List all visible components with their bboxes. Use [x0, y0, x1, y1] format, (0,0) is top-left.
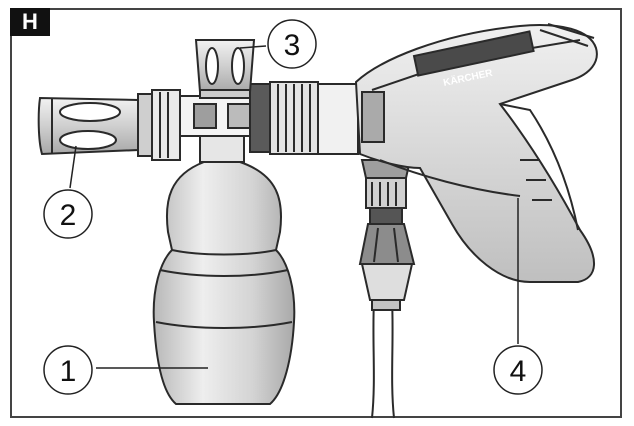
callout-1-circle — [43, 345, 93, 395]
callout-2-number: 2 — [60, 199, 77, 232]
callout-1-number: 1 — [60, 355, 77, 388]
mixing-body — [179, 81, 359, 155]
foam-nozzle — [37, 89, 181, 161]
leader-lines — [69, 45, 519, 369]
leader-line-2 — [69, 145, 77, 189]
hose — [371, 299, 395, 419]
callout-4: 4 — [493, 345, 543, 395]
spray-gun — [354, 23, 598, 283]
diagram-frame — [10, 8, 622, 418]
leader-line-3 — [239, 45, 267, 49]
adjustment-knob — [194, 39, 256, 99]
callout-3-circle — [267, 19, 317, 69]
callout-4-number: 4 — [510, 355, 527, 388]
detergent-bottle — [152, 131, 296, 405]
panel-label: H — [10, 8, 50, 36]
callout-4-circle — [493, 345, 543, 395]
callout-2: 2 — [43, 189, 93, 239]
hose-connector — [358, 159, 416, 311]
callout-3: 3 — [267, 19, 317, 69]
callout-3-number: 3 — [284, 29, 301, 62]
callout-2-circle — [43, 189, 93, 239]
callout-1: 1 — [43, 345, 93, 395]
